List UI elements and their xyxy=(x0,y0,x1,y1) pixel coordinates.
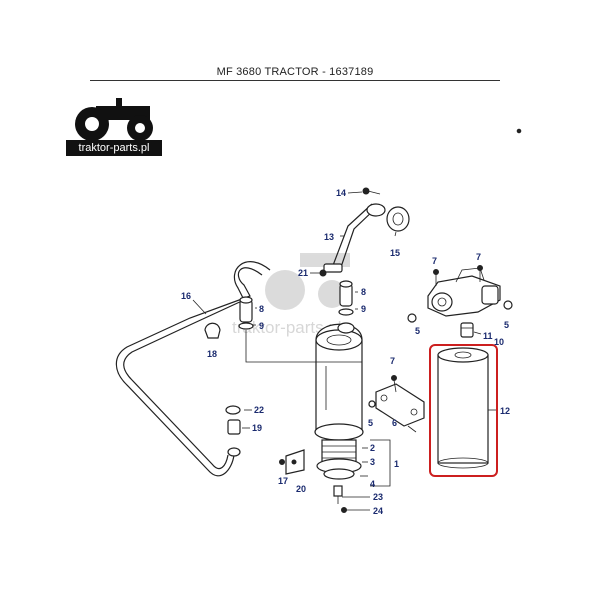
drain-plug-23 xyxy=(333,485,343,504)
callout-7c: 7 xyxy=(390,356,395,366)
bolt-21 xyxy=(319,269,327,277)
callout-20: 20 xyxy=(296,484,306,494)
callout-16: 16 xyxy=(181,291,191,301)
page-title: MF 3680 TRACTOR - 1637189 xyxy=(216,66,374,78)
callout-11: 11 xyxy=(483,331,493,341)
watermark-tractor xyxy=(265,253,350,310)
pipe-assembly-16 xyxy=(115,261,271,477)
callout-24: 24 xyxy=(373,506,383,516)
marker-dot xyxy=(516,128,522,134)
callout-9a: 9 xyxy=(259,321,264,331)
callout-7a: 7 xyxy=(432,256,437,266)
tractor-icon xyxy=(75,98,153,141)
bolt-7a xyxy=(433,269,439,286)
oil-filter-12 xyxy=(437,347,489,469)
bolt-7c xyxy=(391,375,397,393)
callout-21: 21 xyxy=(298,268,308,278)
part-15-bracket xyxy=(386,206,410,232)
callout-22: 22 xyxy=(254,405,264,415)
title-divider xyxy=(90,80,500,81)
callout-8b: 8 xyxy=(361,287,366,297)
washer-5a xyxy=(407,313,417,323)
callout-5a: 5 xyxy=(415,326,420,336)
oil-cooler-housing xyxy=(314,322,364,480)
callout-labels: 14 13 15 21 16 8 8 9 9 18 7 7 7 5 5 5 11… xyxy=(181,188,510,516)
filter-highlight-box xyxy=(429,344,498,477)
callout-19: 19 xyxy=(252,423,262,433)
callout-13: 13 xyxy=(324,232,334,242)
callout-4: 4 xyxy=(370,479,375,489)
callout-1: 1 xyxy=(394,459,399,469)
callout-9b: 9 xyxy=(361,304,366,314)
fitting-19 xyxy=(227,419,241,435)
washer-5c xyxy=(368,400,376,408)
callout-23: 23 xyxy=(373,492,383,502)
logo-text: traktor-parts.pl xyxy=(66,140,162,156)
callout-5c: 5 xyxy=(368,418,373,428)
bolt-24 xyxy=(341,507,347,513)
pipe-13 xyxy=(323,203,386,273)
bolt-14 xyxy=(362,187,381,195)
callout-17: 17 xyxy=(278,476,288,486)
adapter-11 xyxy=(460,322,474,338)
callout-18: 18 xyxy=(207,349,217,359)
callout-2: 2 xyxy=(370,443,375,453)
filter-head xyxy=(427,267,501,317)
callout-7b: 7 xyxy=(476,252,481,262)
sleeve-8a xyxy=(238,296,254,330)
callout-14: 14 xyxy=(336,188,346,198)
callout-5b: 5 xyxy=(504,320,509,330)
callout-6: 6 xyxy=(392,418,397,428)
leader-lines xyxy=(192,191,496,511)
callout-3: 3 xyxy=(370,457,375,467)
watermark-text: traktor-parts.pl xyxy=(232,318,342,337)
elbow-18 xyxy=(204,322,221,339)
callout-12: 12 xyxy=(500,406,510,416)
callout-8a: 8 xyxy=(259,304,264,314)
sleeve-8b xyxy=(338,280,354,316)
bracket-20 xyxy=(279,449,305,475)
washer-5b xyxy=(503,300,513,310)
callout-15: 15 xyxy=(390,248,400,258)
callout-10: 10 xyxy=(494,337,504,347)
bolt-7b xyxy=(477,265,483,282)
brand-logo: traktor-parts.pl xyxy=(66,96,162,158)
washer-22 xyxy=(225,405,241,415)
